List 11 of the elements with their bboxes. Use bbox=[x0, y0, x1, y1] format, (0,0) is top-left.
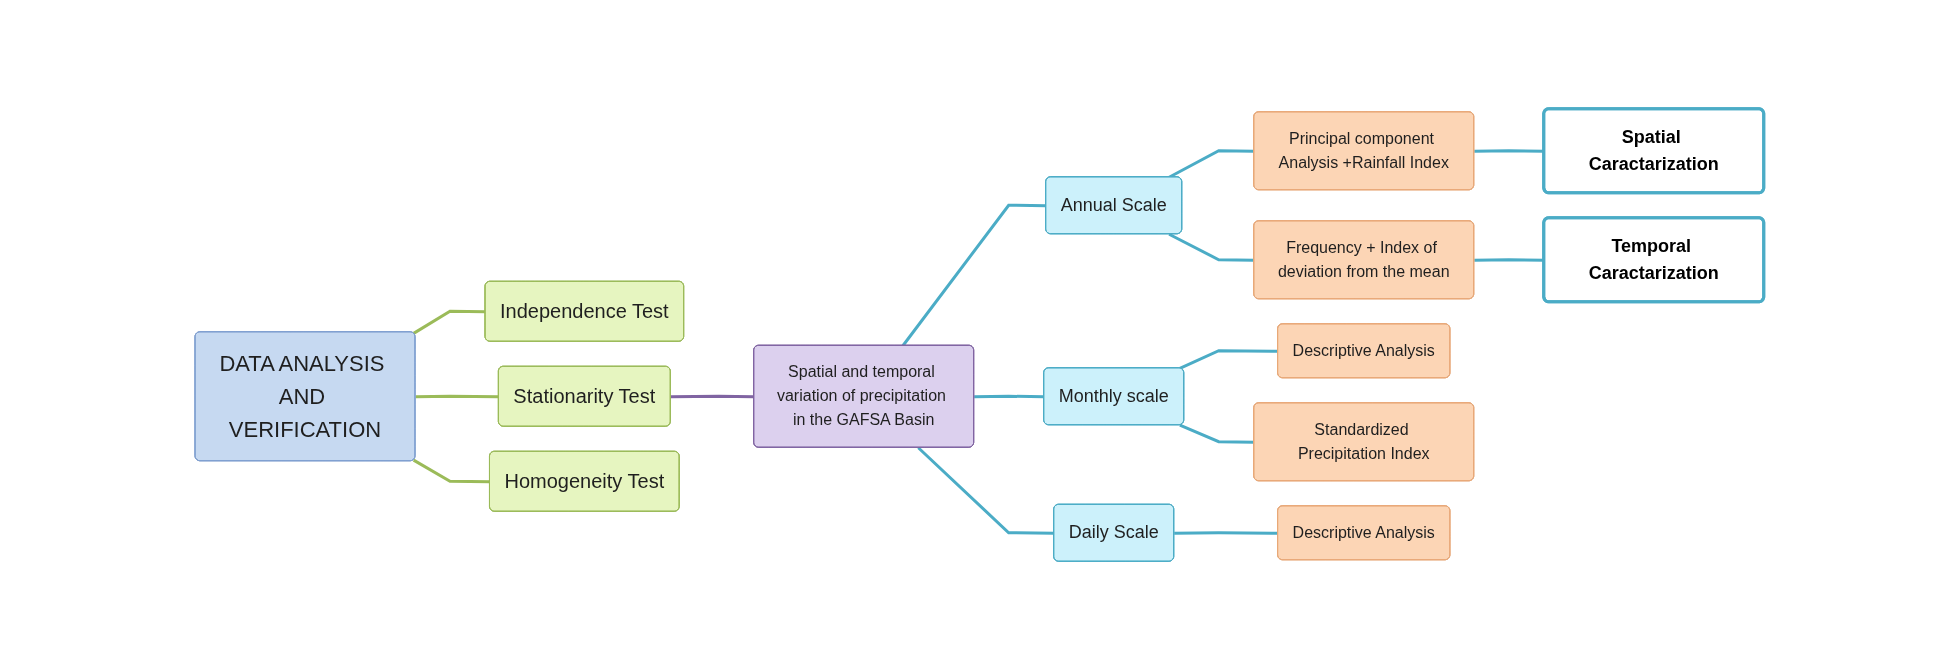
connector bbox=[413, 458, 491, 484]
connector bbox=[974, 394, 1045, 399]
connector bbox=[1168, 232, 1255, 262]
connector bbox=[413, 309, 486, 335]
connector bbox=[1179, 423, 1255, 444]
connector bbox=[901, 203, 1047, 347]
connector bbox=[415, 394, 499, 399]
connector bbox=[917, 446, 1055, 535]
connector bbox=[1174, 531, 1279, 535]
connector bbox=[1179, 349, 1279, 370]
connector bbox=[670, 394, 755, 399]
